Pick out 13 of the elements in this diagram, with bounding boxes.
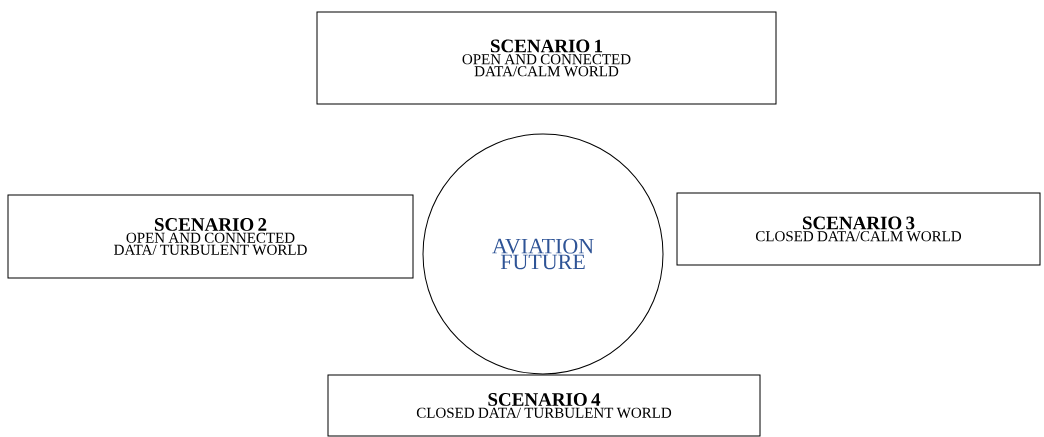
scenario-heading: SCENARIO 4: [488, 393, 601, 406]
scenario-description: CLOSED DATA/CALM WORLD: [755, 231, 962, 242]
scenario-description: OPEN AND CONNECTED DATA/CALM WORLD: [462, 54, 631, 77]
scenario-description: OPEN AND CONNECTED DATA/ TURBULENT WORLD: [114, 232, 307, 255]
scenario-heading: SCENARIO 2: [154, 218, 267, 231]
scenario-description: CLOSED DATA/ TURBULENT WORLD: [416, 407, 672, 418]
scenario-box: [316, 11, 777, 105]
scenario-box: [327, 374, 761, 437]
scenario-box: [676, 192, 1041, 266]
scenario-box: [7, 194, 414, 279]
circle-label: AVIATION FUTURE: [492, 238, 594, 270]
scenario-heading: SCENARIO 1: [490, 39, 603, 53]
scenario-heading: SCENARIO 3: [802, 216, 915, 230]
